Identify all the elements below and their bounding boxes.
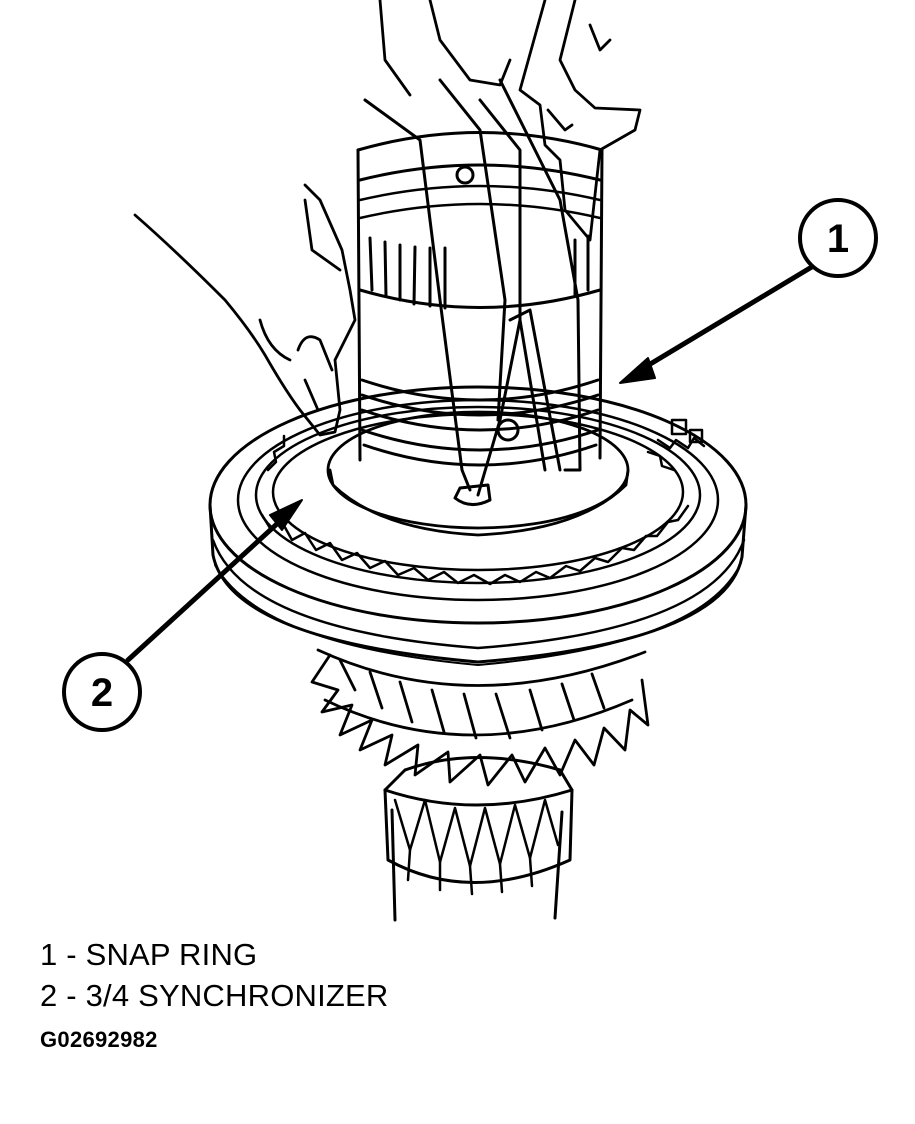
- main-shaft: [356, 131, 604, 467]
- legend: 1 - SNAP RING 2 - 3/4 SYNCHRONIZER: [40, 934, 389, 1016]
- snap-ring-pliers: [363, 78, 582, 506]
- small-gear-teeth: [393, 798, 560, 896]
- synchronizer-hub: [326, 410, 630, 537]
- synchronizer-illustration: 1 2: [62, 0, 878, 922]
- callout-2-number: 2: [91, 671, 113, 715]
- callout-1-circle: [798, 198, 878, 278]
- callout-1-arrow: [619, 259, 823, 384]
- upper-hand: [378, 0, 642, 242]
- helical-gear: [310, 648, 650, 787]
- callout-2-arrow: [125, 499, 303, 663]
- left-hand: [133, 183, 357, 437]
- legend-item-synchronizer: 2 - 3/4 SYNCHRONIZER: [40, 978, 389, 1013]
- callout-2-circle: [62, 652, 142, 732]
- figure-id: G02692982: [40, 1027, 158, 1052]
- callout-1-number: 1: [827, 217, 849, 261]
- legend-item-snap-ring: 1 - SNAP RING: [40, 937, 258, 972]
